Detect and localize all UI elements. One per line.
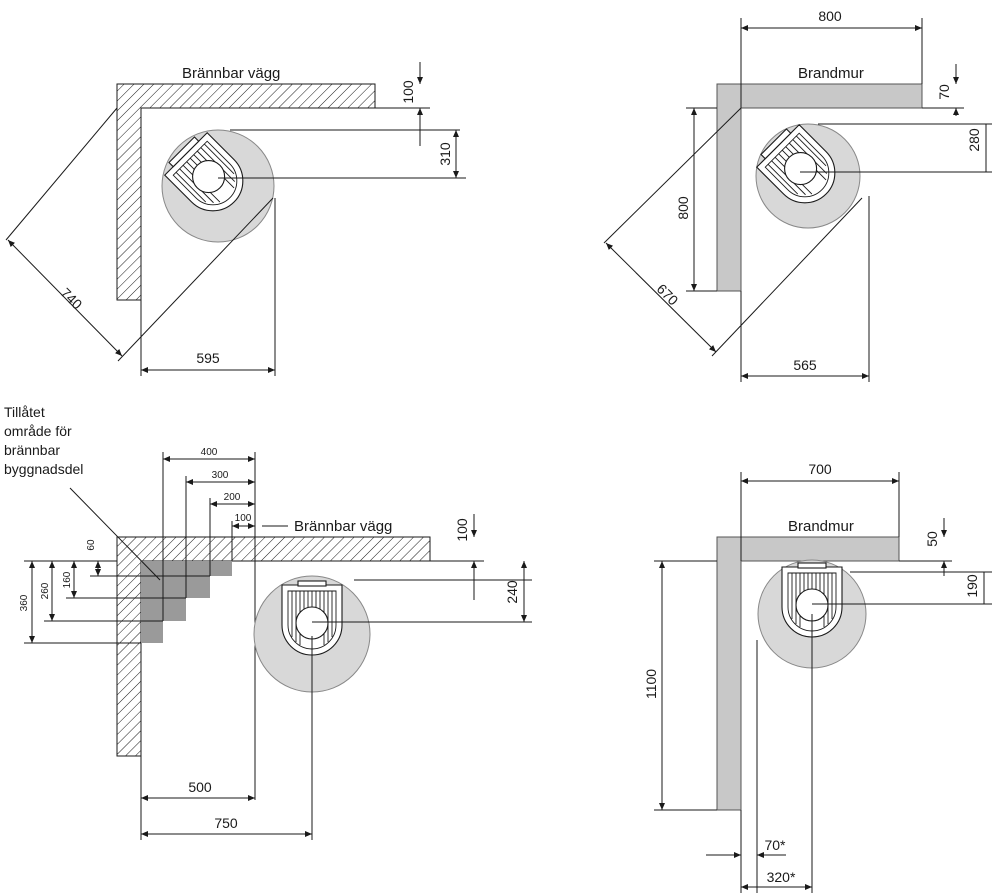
dim-280: 280 [966,128,982,152]
dim-500: 500 [188,779,212,795]
dim-1100: 1100 [643,669,659,699]
dim-100: 100 [454,518,470,542]
panel-top-left: Brännbar vägg 100 310 740 595 [5,62,466,376]
dim-800-top: 800 [818,8,842,24]
dim-595: 595 [196,350,220,366]
dim-70: 70 [936,84,952,100]
dim-360: 360 [19,594,30,611]
dim-190: 190 [964,574,980,598]
dim-800-side: 800 [675,196,691,220]
dim-565: 565 [793,357,817,373]
dim-260: 260 [40,582,51,599]
dim-400: 400 [201,447,218,458]
dim-60: 60 [86,539,97,551]
panel-bottom-left: Tillåtet område för brännbar byggnadsdel… [4,404,532,840]
dim-700: 700 [808,461,832,477]
dim-50: 50 [924,531,940,547]
dim-320-star: 320* [767,869,796,885]
dim-310: 310 [437,142,453,166]
wall-label: Brandmur [798,65,864,82]
dim-300: 300 [212,470,229,481]
wall-label: Brännbar vägg [294,518,392,535]
dim-740: 740 [58,285,86,313]
dim-670: 670 [654,281,682,309]
dim-100-small: 100 [235,513,252,524]
dim-70-star: 70* [764,837,786,853]
dim-750: 750 [214,815,238,831]
permitted-zone [141,561,232,643]
dim-200: 200 [224,492,241,503]
dim-160: 160 [62,571,73,588]
note-text: Tillåtet område för brännbar byggnadsdel [4,404,83,477]
wall-label: Brännbar vägg [182,65,280,82]
dim-240: 240 [504,580,520,604]
panel-bottom-right: Brandmur 700 50 190 1100 70* 320* [643,461,992,893]
dim-100: 100 [400,80,416,104]
wall-label: Brandmur [788,518,854,535]
panel-top-right: Brandmur 800 70 280 800 670 565 [603,8,992,382]
